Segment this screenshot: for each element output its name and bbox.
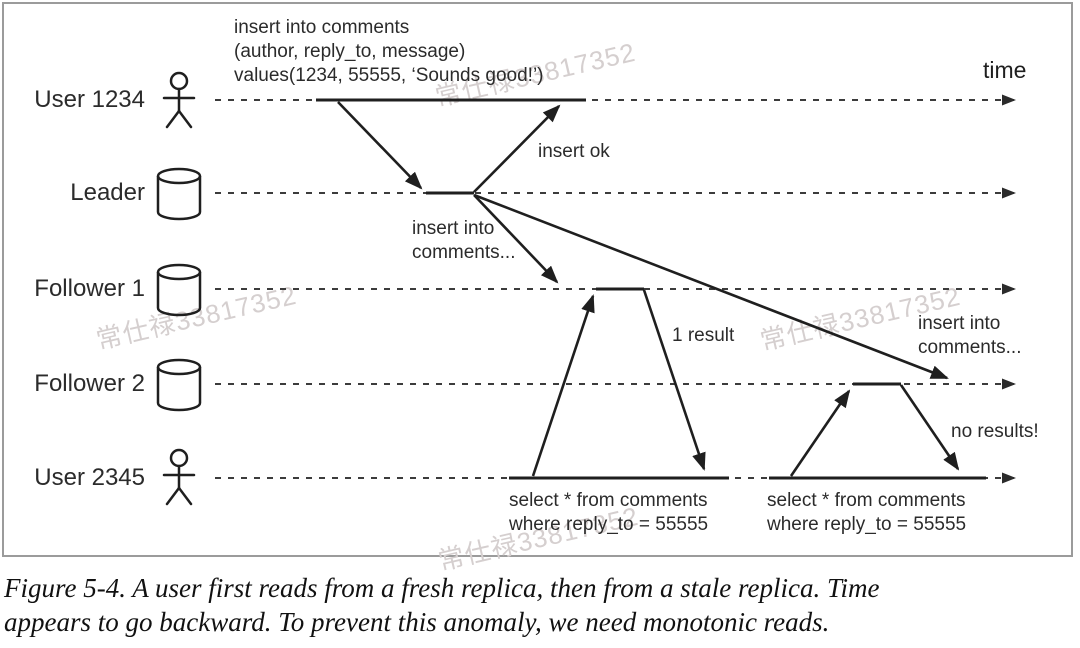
- replicate-left-label: insert into comments...: [412, 218, 516, 263]
- time-axis-label: time: [983, 57, 1027, 83]
- arrow-replicate-follower-1: [473, 194, 559, 284]
- database-icon: [156, 358, 202, 412]
- arrow-no-results: [899, 384, 960, 471]
- select-query-1-label: select * from comments where reply_to = …: [509, 490, 709, 535]
- person-icon: [162, 71, 196, 129]
- arrow-insert-to-leader: [337, 101, 423, 190]
- person-icon: [162, 448, 196, 506]
- no-results-label: no results!: [951, 421, 1039, 442]
- database-icon: [156, 167, 202, 221]
- row-label-user-1234: User 1234: [34, 86, 145, 113]
- row-label-user-2345: User 2345: [34, 464, 145, 491]
- replicate-right-label: insert into comments...: [918, 313, 1022, 358]
- figure-caption: Figure 5-4. A user first reads from a fr…: [4, 573, 880, 637]
- insert-ok-label: insert ok: [538, 141, 610, 162]
- row-label-leader: Leader: [70, 179, 145, 206]
- arrow-replicate-follower-2: [473, 193, 949, 380]
- arrow-insert-ok: [473, 104, 561, 193]
- row-label-follower-1: Follower 1: [34, 275, 145, 302]
- arrow-one-result: [642, 289, 706, 471]
- arrow-select-follower-1: [531, 294, 595, 477]
- insert-query-label: insert into comments (author, reply_to, …: [234, 17, 544, 86]
- one-result-label: 1 result: [672, 325, 735, 346]
- row-label-follower-2: Follower 2: [34, 370, 145, 397]
- select-query-2-label: select * from comments where reply_to = …: [767, 490, 967, 535]
- arrow-select-follower-2: [789, 389, 851, 477]
- database-icon: [156, 263, 202, 317]
